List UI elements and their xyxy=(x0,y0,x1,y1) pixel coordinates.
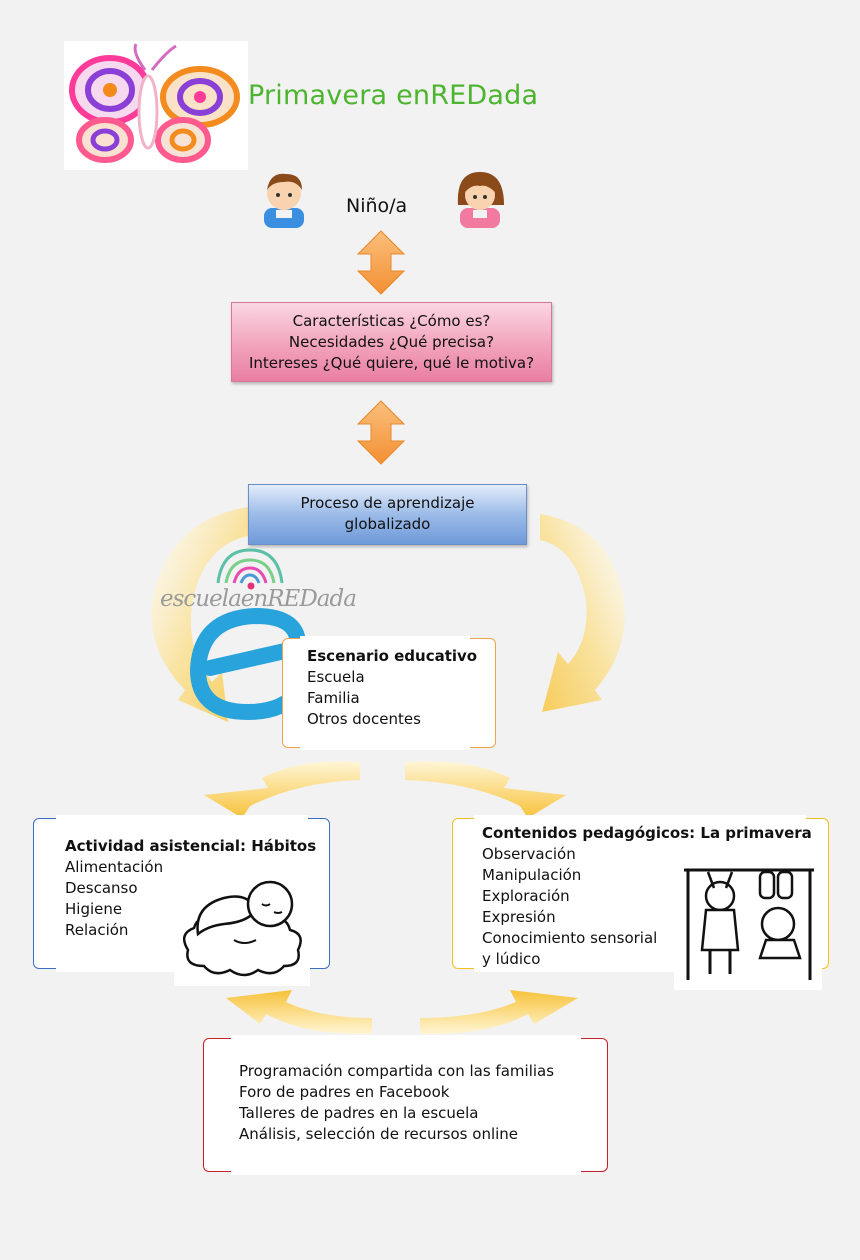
girl-icon xyxy=(457,172,504,228)
list-item: Talleres de padres en la escuela xyxy=(239,1104,479,1122)
list-item: Descanso xyxy=(65,879,138,897)
list-item: Exploración xyxy=(482,887,570,905)
split-arrow-down-left xyxy=(204,761,360,818)
needs-line: Necesidades ¿Qué precisa? xyxy=(288,333,495,351)
list-item: Higiene xyxy=(65,900,123,918)
logo-text: escuelaenREDada xyxy=(160,586,357,612)
contents-heading: Contenidos pedagógicos: La primavera xyxy=(482,824,812,842)
activity-list: Actividad asistencial: Hábitos Alimentac… xyxy=(65,836,316,941)
list-item: Alimentación xyxy=(65,858,164,876)
list-item: Foro de padres en Facebook xyxy=(239,1083,450,1101)
butterfly-logo xyxy=(64,41,248,170)
list-item: y lúdico xyxy=(482,950,541,968)
children-playing-illustration xyxy=(674,854,822,990)
page-title: Primavera enREDada xyxy=(248,80,539,111)
list-item: Programación compartida con las familias xyxy=(239,1062,555,1080)
double-arrow-2 xyxy=(356,400,406,465)
scenario-list: Escenario educativo Escuela Familia Otro… xyxy=(307,646,477,730)
sleeping-baby-illustration xyxy=(174,862,310,986)
list-item: Observación xyxy=(482,845,576,863)
scenario-box-fill xyxy=(300,636,470,750)
curved-arrow-left xyxy=(151,507,248,722)
family-list: Programación compartida con las familias… xyxy=(239,1061,554,1145)
double-arrow-1 xyxy=(356,230,406,295)
needs-line: Intereses ¿Qué quiere, qué le motiva? xyxy=(248,354,535,372)
split-arrow-down-right xyxy=(405,761,566,818)
process-line: Proceso de aprendizaje xyxy=(300,494,475,512)
escuela-enredada-logo xyxy=(189,548,307,721)
child-label: Niño/a xyxy=(346,195,408,217)
list-item: Relación xyxy=(65,921,129,939)
list-item: Otros docentes xyxy=(307,710,421,728)
merge-arrow-up-right xyxy=(420,990,578,1035)
list-item: Familia xyxy=(307,689,360,707)
needs-box: Características ¿Cómo es? Necesidades ¿Q… xyxy=(231,302,552,382)
contents-list: Contenidos pedagógicos: La primavera Obs… xyxy=(482,823,812,970)
scenario-heading: Escenario educativo xyxy=(307,647,478,665)
needs-line: Características ¿Cómo es? xyxy=(292,312,491,330)
activity-heading: Actividad asistencial: Hábitos xyxy=(65,837,317,855)
list-item: Escuela xyxy=(307,668,365,686)
family-box-fill xyxy=(231,1035,581,1175)
merge-arrow-up-left xyxy=(226,990,372,1035)
boy-icon xyxy=(264,173,304,228)
list-item: Conocimiento sensorial xyxy=(482,929,658,947)
process-line: globalizado xyxy=(344,515,431,533)
list-item: Expresión xyxy=(482,908,556,926)
curved-arrow-right xyxy=(540,514,625,712)
list-item: Análisis, selección de recursos online xyxy=(239,1125,519,1143)
list-item: Manipulación xyxy=(482,866,582,884)
process-box: Proceso de aprendizaje globalizado xyxy=(248,484,527,545)
